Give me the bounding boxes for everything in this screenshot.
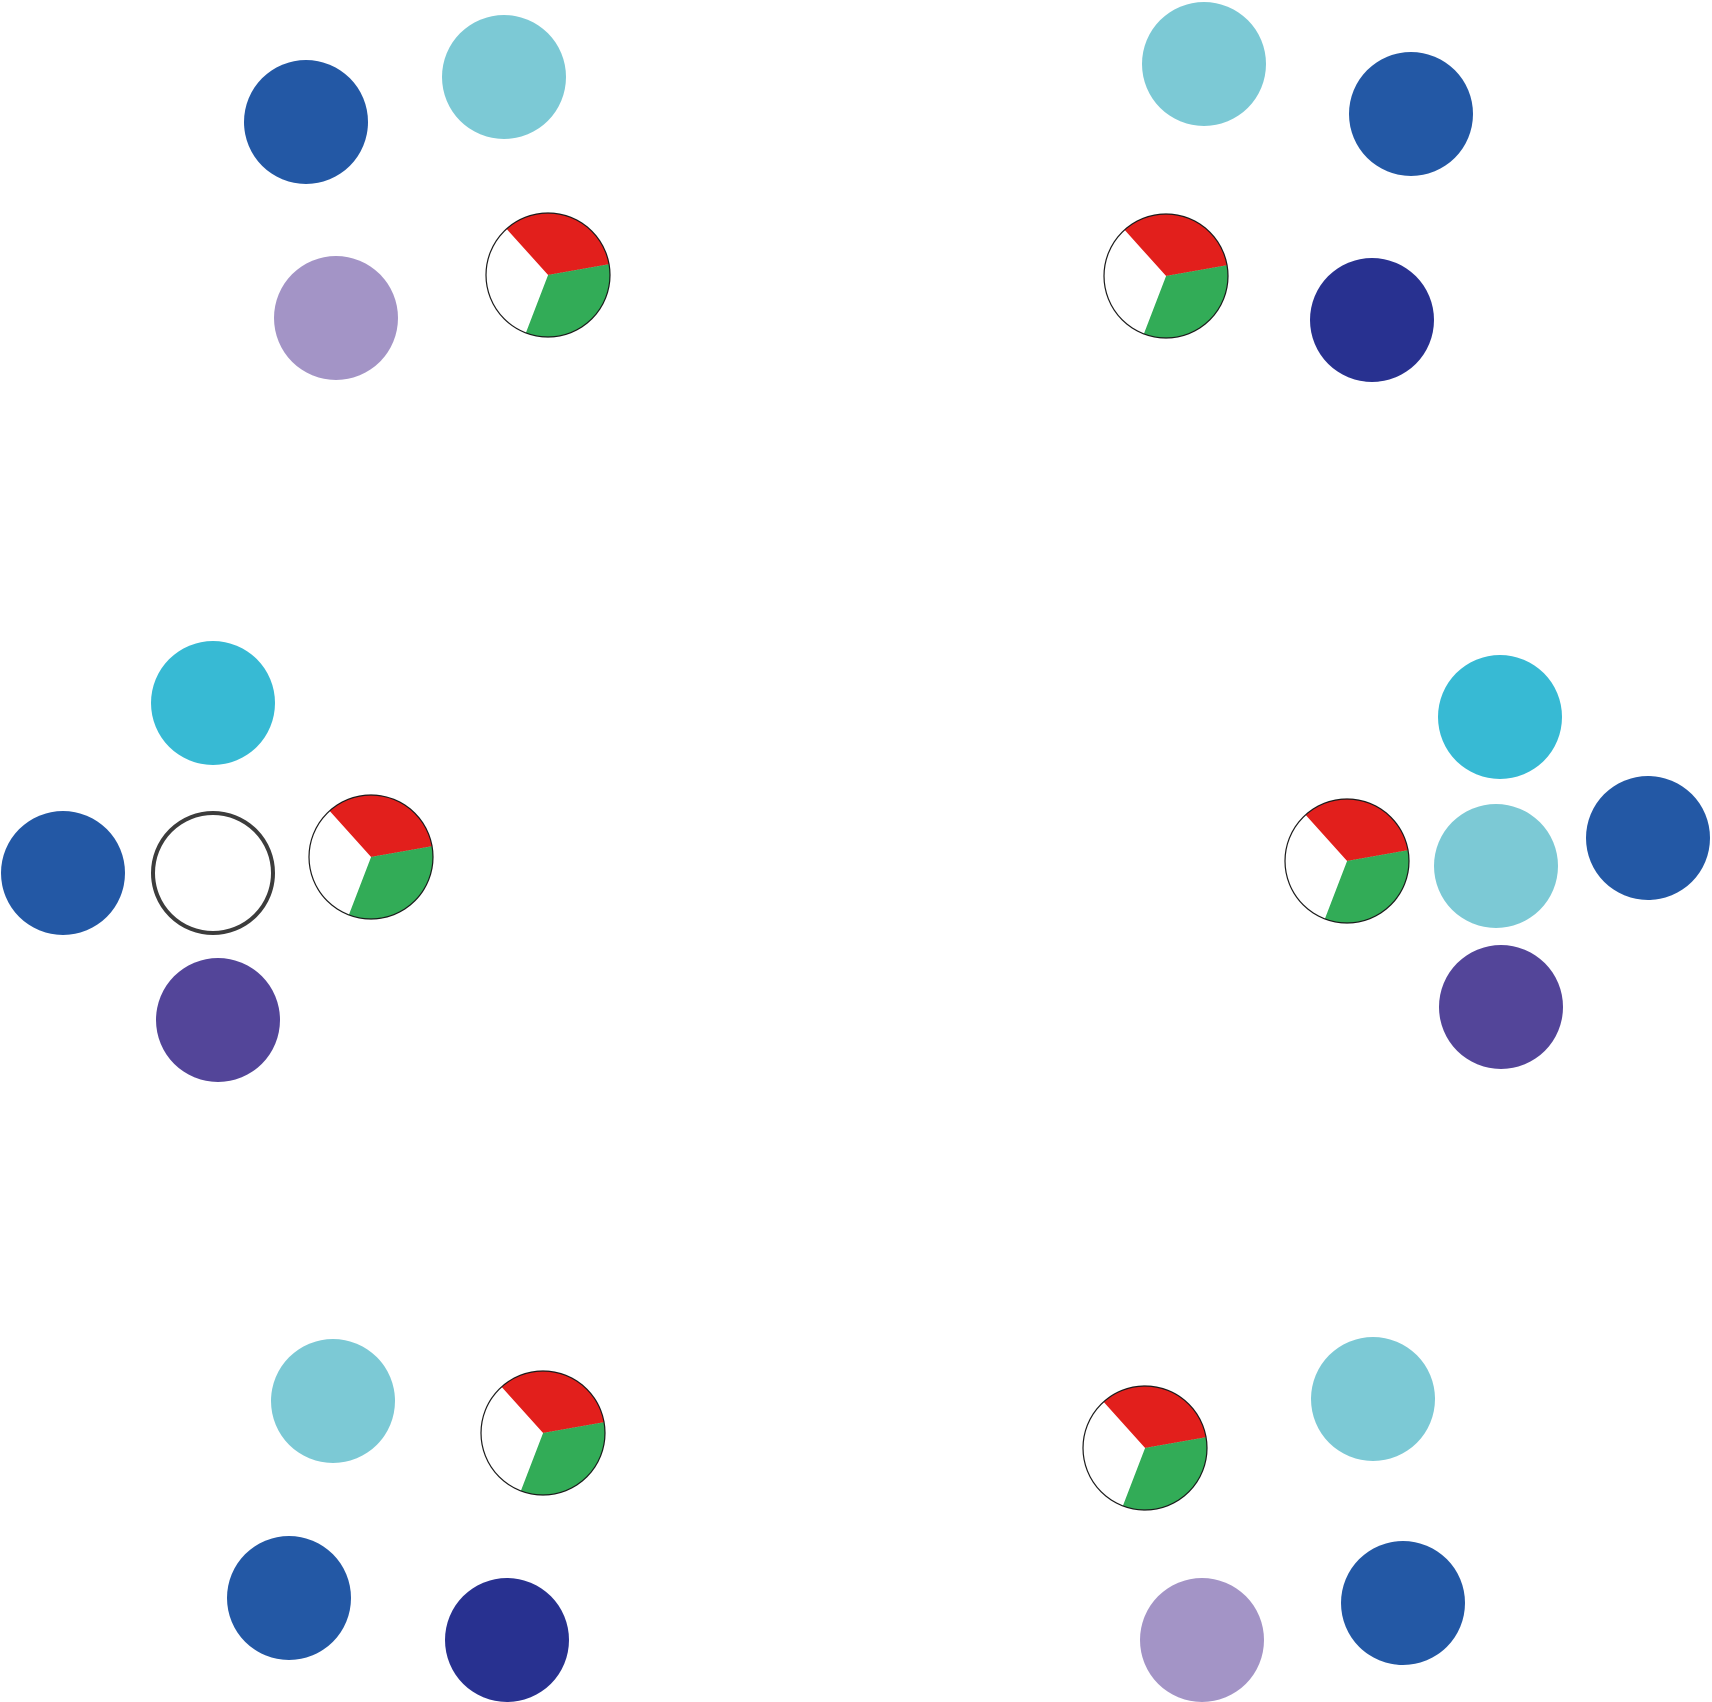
pie-segment-red (501, 1370, 605, 1433)
royal-blue-circle (244, 60, 368, 184)
pie-segment-red (329, 794, 433, 857)
light-teal-circle (1142, 2, 1266, 126)
pie-outline (485, 212, 611, 338)
pie-outline (1103, 213, 1229, 339)
pie-chart-bottom-left (480, 1370, 606, 1496)
group-middle-right (1284, 655, 1710, 1069)
empty-outline-circle (151, 811, 275, 935)
royal-blue-circle (1349, 52, 1473, 176)
pie-segment-green (520, 1422, 606, 1495)
pie-outline (308, 794, 434, 920)
pie-chart-bottom-right (1082, 1385, 1208, 1511)
light-teal-circle (271, 1339, 395, 1463)
royal-blue-circle (1586, 776, 1710, 900)
pie-segment-green (1143, 265, 1229, 338)
pie-outline (1284, 798, 1410, 924)
pie-chart-middle-right (1284, 798, 1410, 924)
light-teal-circle (1311, 1337, 1435, 1461)
royal-blue-circle (1341, 1541, 1465, 1665)
royal-blue-circle (227, 1536, 351, 1660)
pie-chart-top-left (485, 212, 611, 338)
lavender-circle (274, 256, 398, 380)
navy-circle (445, 1578, 569, 1702)
group-top-left (244, 15, 611, 380)
group-bottom-right (1082, 1337, 1465, 1702)
pie-segment-white (1083, 1401, 1145, 1506)
pie-segment-red (506, 212, 610, 275)
lavender-circle (1140, 1578, 1264, 1702)
pie-chart-middle-left (308, 794, 434, 920)
pie-segment-red (1124, 213, 1228, 276)
pie-segment-red (1305, 798, 1409, 861)
pie-outline (1082, 1385, 1208, 1511)
pie-chart-top-right (1103, 213, 1229, 339)
pie-segment-white (1285, 814, 1347, 919)
pie-outline (480, 1370, 606, 1496)
pie-segment-white (481, 1386, 543, 1491)
light-teal-circle (1434, 804, 1558, 928)
navy-circle (1310, 258, 1434, 382)
pie-segment-white (309, 810, 371, 915)
bright-cyan-circle (151, 641, 275, 765)
pie-segment-green (348, 846, 434, 919)
purple-circle (156, 958, 280, 1082)
purple-circle (1439, 945, 1563, 1069)
pie-segment-white (1104, 229, 1166, 334)
group-bottom-left (227, 1339, 606, 1702)
group-middle-left (1, 641, 434, 1082)
royal-blue-circle (1, 811, 125, 935)
pie-segment-red (1103, 1385, 1207, 1448)
pie-segment-green (1324, 850, 1410, 923)
group-top-right (1103, 2, 1473, 382)
bright-cyan-circle (1438, 655, 1562, 779)
pie-segment-white (486, 228, 548, 333)
light-teal-circle (442, 15, 566, 139)
pie-segment-green (1122, 1437, 1208, 1510)
pie-segment-green (525, 264, 611, 337)
